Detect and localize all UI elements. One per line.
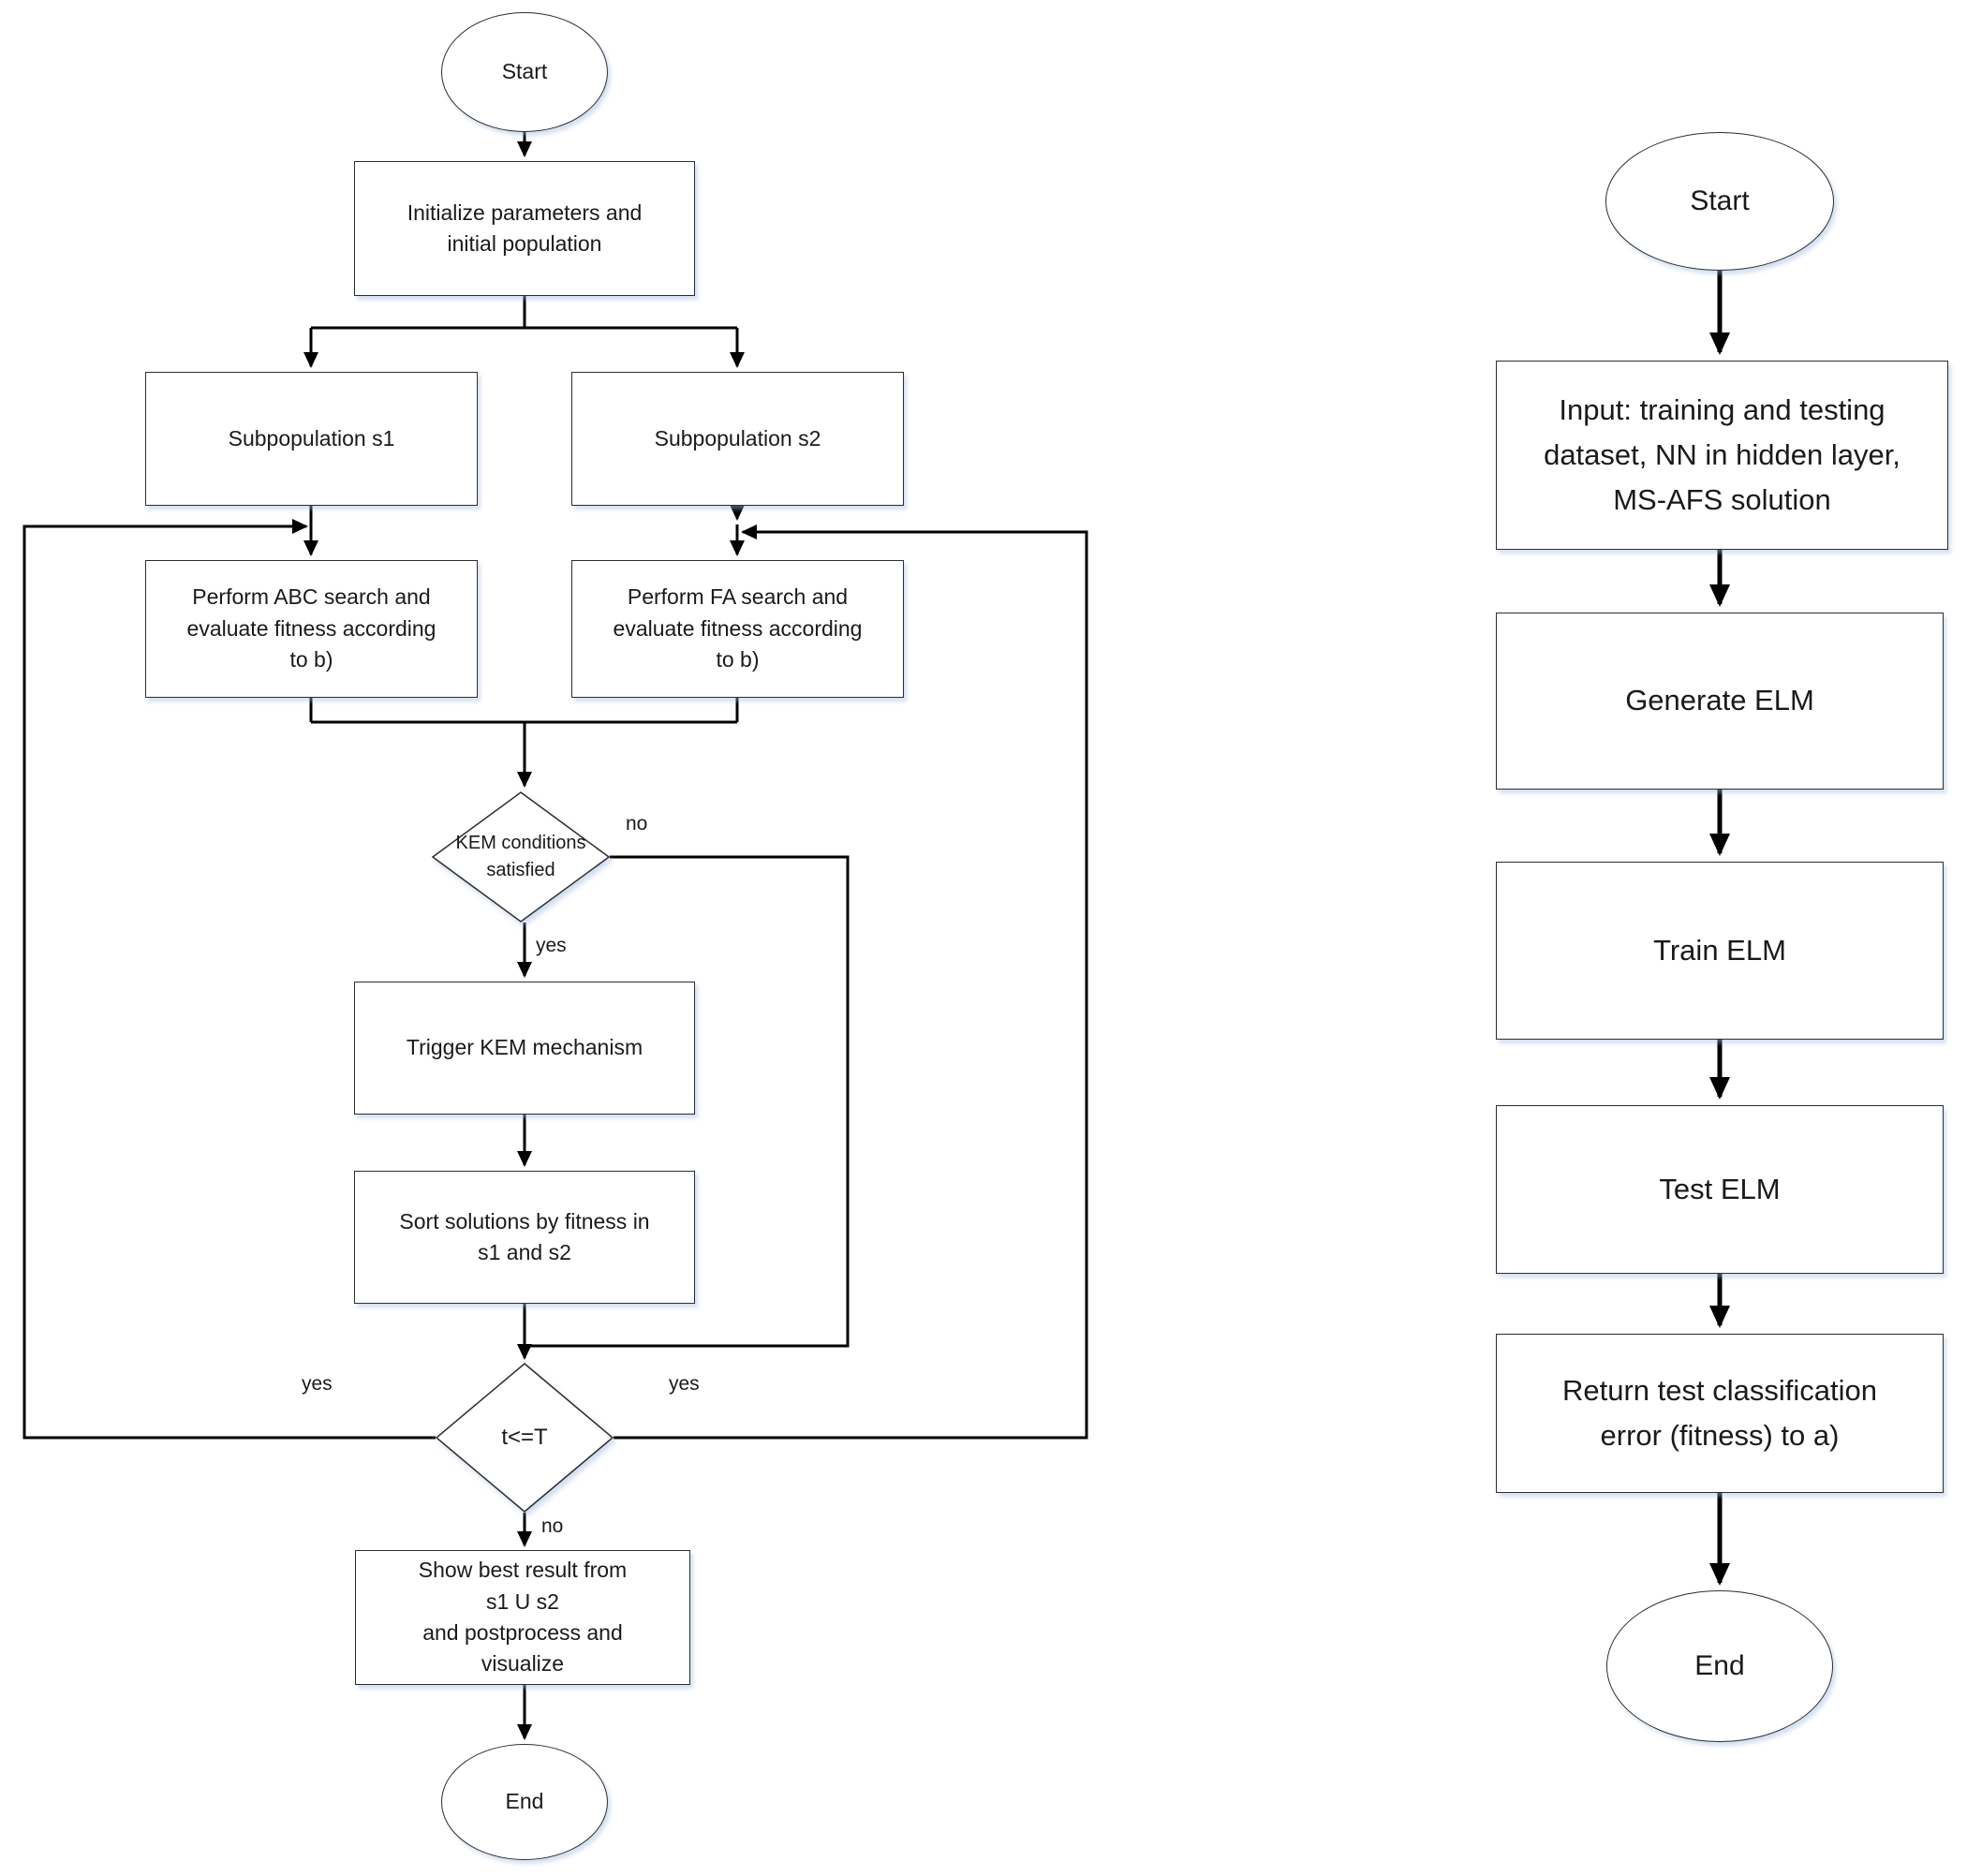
left-end-terminator: End bbox=[441, 1744, 608, 1860]
t-yes-left-edge-label: yes bbox=[302, 1373, 333, 1395]
edge-t-yes-left-loop bbox=[22, 519, 436, 1440]
subpopulation-s2-process: Subpopulation s2 bbox=[571, 372, 904, 506]
trigger-kem-label: Trigger KEM mechanism bbox=[406, 1035, 643, 1060]
generate-elm-label: Generate ELM bbox=[1625, 684, 1814, 717]
edge-kem-no-loop bbox=[526, 855, 850, 1348]
kem-no-edge-label: no bbox=[626, 813, 648, 835]
abc-search-process: Perform ABC search and evaluate fitness … bbox=[145, 560, 478, 698]
left-start-label: Start bbox=[501, 59, 548, 84]
subpopulation-s2-label: Subpopulation s2 bbox=[654, 425, 821, 451]
return-error-label: Return test classification error (fitnes… bbox=[1562, 1373, 1877, 1452]
left-end-label: End bbox=[505, 1789, 544, 1814]
kem-decision-label: KEM conditions satisfied bbox=[455, 833, 586, 880]
fa-search-label: Perform FA search and evaluate fitness a… bbox=[613, 584, 863, 672]
trigger-kem-process: Trigger KEM mechanism bbox=[354, 982, 695, 1115]
subpopulation-s1-process: Subpopulation s1 bbox=[145, 372, 478, 506]
kem-yes-edge-label: yes bbox=[536, 935, 567, 956]
diamond-shape bbox=[432, 791, 610, 923]
input-label: Input: training and testing dataset, NN … bbox=[1544, 392, 1900, 517]
show-result-process: Show best result from s1 U s2 and postpr… bbox=[355, 1550, 690, 1685]
iteration-decision-diamond: t<=T bbox=[436, 1363, 614, 1513]
kem-decision-diamond: KEM conditions satisfied bbox=[432, 791, 610, 923]
test-elm-label: Test ELM bbox=[1659, 1172, 1781, 1205]
iteration-decision-label: t<=T bbox=[501, 1424, 548, 1450]
initialize-process: Initialize parameters and initial popula… bbox=[354, 161, 695, 296]
initialize-label: Initialize parameters and initial popula… bbox=[407, 199, 643, 256]
input-process: Input: training and testing dataset, NN … bbox=[1496, 361, 1948, 550]
test-elm-process: Test ELM bbox=[1496, 1105, 1944, 1274]
diamond-shape bbox=[436, 1363, 614, 1513]
generate-elm-process: Generate ELM bbox=[1496, 613, 1944, 790]
t-no-edge-label: no bbox=[541, 1515, 564, 1537]
sort-solutions-label: Sort solutions by fitness in s1 and s2 bbox=[399, 1208, 650, 1264]
subpopulation-s1-label: Subpopulation s1 bbox=[228, 425, 395, 451]
right-start-terminator: Start bbox=[1605, 132, 1834, 271]
fa-search-process: Perform FA search and evaluate fitness a… bbox=[571, 560, 904, 698]
train-elm-process: Train ELM bbox=[1496, 862, 1944, 1040]
sort-solutions-process: Sort solutions by fitness in s1 and s2 bbox=[354, 1171, 695, 1304]
edge-t-yes-right-loop bbox=[614, 524, 1088, 1440]
abc-search-label: Perform ABC search and evaluate fitness … bbox=[186, 584, 436, 672]
right-end-terminator: End bbox=[1606, 1590, 1833, 1742]
train-elm-label: Train ELM bbox=[1653, 933, 1786, 967]
return-error-process: Return test classification error (fitnes… bbox=[1496, 1334, 1944, 1493]
show-result-label: Show best result from s1 U s2 and postpr… bbox=[418, 1558, 628, 1677]
left-start-terminator: Start bbox=[441, 12, 608, 132]
right-start-label: Start bbox=[1690, 185, 1750, 217]
right-end-label: End bbox=[1694, 1650, 1745, 1682]
t-yes-right-edge-label: yes bbox=[669, 1373, 700, 1395]
